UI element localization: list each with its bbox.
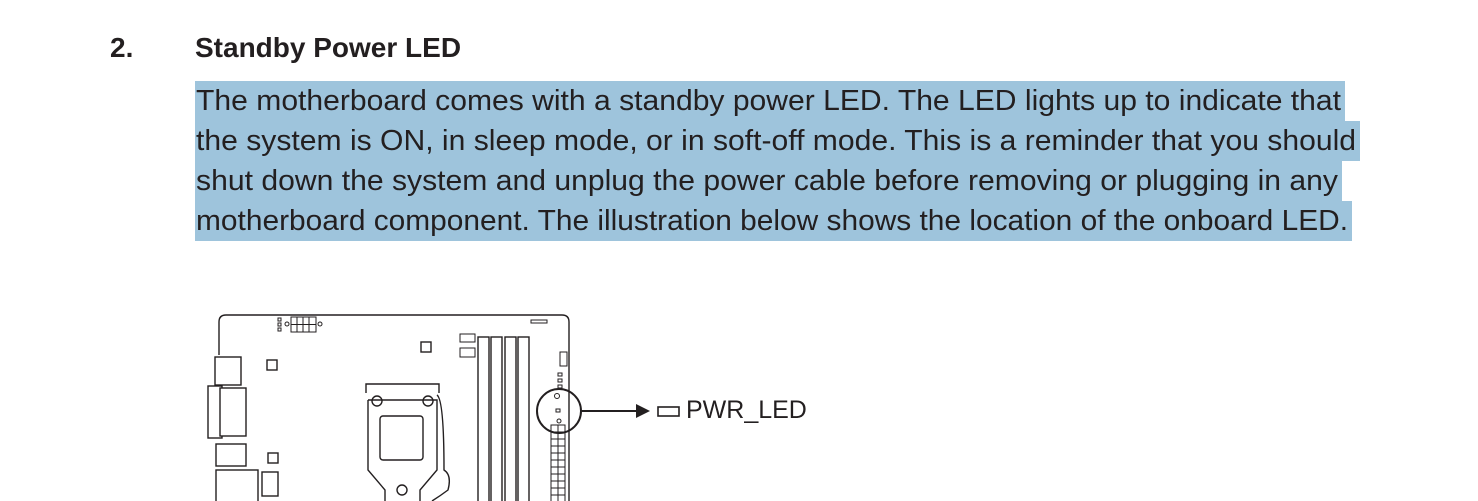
atx-power-connector xyxy=(277,316,323,333)
paragraph-line[interactable]: The motherboard comes with a standby pow… xyxy=(195,81,1345,121)
header-pins xyxy=(530,319,548,324)
pwr-led-label: PWR_LED xyxy=(686,396,807,424)
io-port xyxy=(215,469,259,501)
paragraph-line-text: The motherboard comes with a standby pow… xyxy=(196,85,1342,117)
chip xyxy=(261,471,279,497)
paragraph-line-text: motherboard component. The illustration … xyxy=(196,205,1348,237)
right-edge-components xyxy=(550,351,568,501)
cpu-socket xyxy=(365,383,451,501)
io-port xyxy=(215,443,247,467)
small-connectors xyxy=(459,333,476,358)
paragraph-line-text: shut down the system and unplug the powe… xyxy=(196,165,1338,197)
board-outline xyxy=(218,314,570,501)
pwr-led-icon xyxy=(555,408,561,413)
led-legend-icon xyxy=(657,406,680,417)
io-port xyxy=(214,356,242,386)
chip xyxy=(420,341,432,353)
section-title: Standby Power LED xyxy=(195,32,462,63)
paragraph-line[interactable]: shut down the system and unplug the powe… xyxy=(195,161,1342,201)
vga-port-icon xyxy=(207,385,247,439)
arrowhead-icon xyxy=(636,404,650,418)
dimm-slots xyxy=(477,336,530,501)
paragraph-line-text: the system is ON, in sleep mode, or in s… xyxy=(196,125,1356,157)
chip xyxy=(266,359,278,371)
paragraph-line[interactable]: the system is ON, in sleep mode, or in s… xyxy=(195,121,1360,161)
paragraph-line[interactable]: motherboard component. The illustration … xyxy=(195,201,1352,241)
chip xyxy=(267,452,279,464)
section-number: 2. xyxy=(110,32,134,63)
